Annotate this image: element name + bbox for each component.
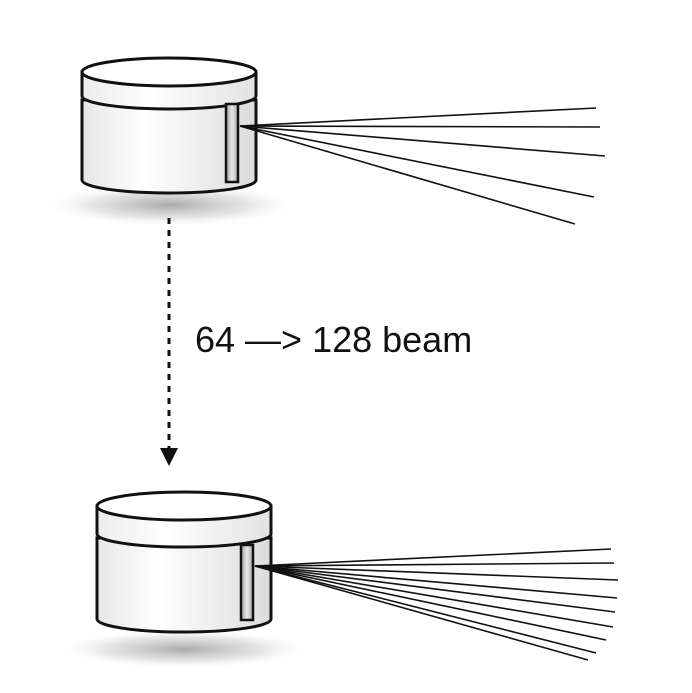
sensor-body: [95, 536, 273, 634]
beam-line: [254, 565, 607, 641]
transition-arrow: [160, 218, 178, 466]
lidar-sensor-top: [40, 56, 606, 227]
sensor-cap-top: [95, 490, 273, 522]
beam-line: [239, 125, 606, 157]
beam-line: [254, 565, 589, 661]
sensor-window: [239, 543, 255, 622]
beam-line: [254, 562, 615, 567]
laser-beams-64: [239, 107, 606, 225]
sensor-body: [80, 98, 258, 195]
sensor-shadow: [40, 183, 300, 227]
beam-line: [254, 565, 618, 599]
beam-line: [239, 107, 597, 127]
laser-beams-128: [254, 548, 619, 661]
sensor-window: [224, 102, 240, 184]
arrow-head: [160, 448, 178, 466]
sensor-cap-top: [80, 56, 258, 88]
beam-line: [254, 565, 597, 654]
beam-line: [239, 125, 601, 128]
beam-line: [254, 565, 614, 628]
beam-line: [254, 565, 616, 613]
beam-line: [239, 125, 595, 198]
lidar-sensor-bottom: [54, 490, 619, 669]
sensor-shadow: [54, 629, 314, 669]
beam-line: [254, 548, 612, 567]
beam-upgrade-label: 64 —> 128 beam: [195, 319, 472, 360]
beam-line: [254, 565, 619, 581]
beam-line: [239, 125, 576, 225]
